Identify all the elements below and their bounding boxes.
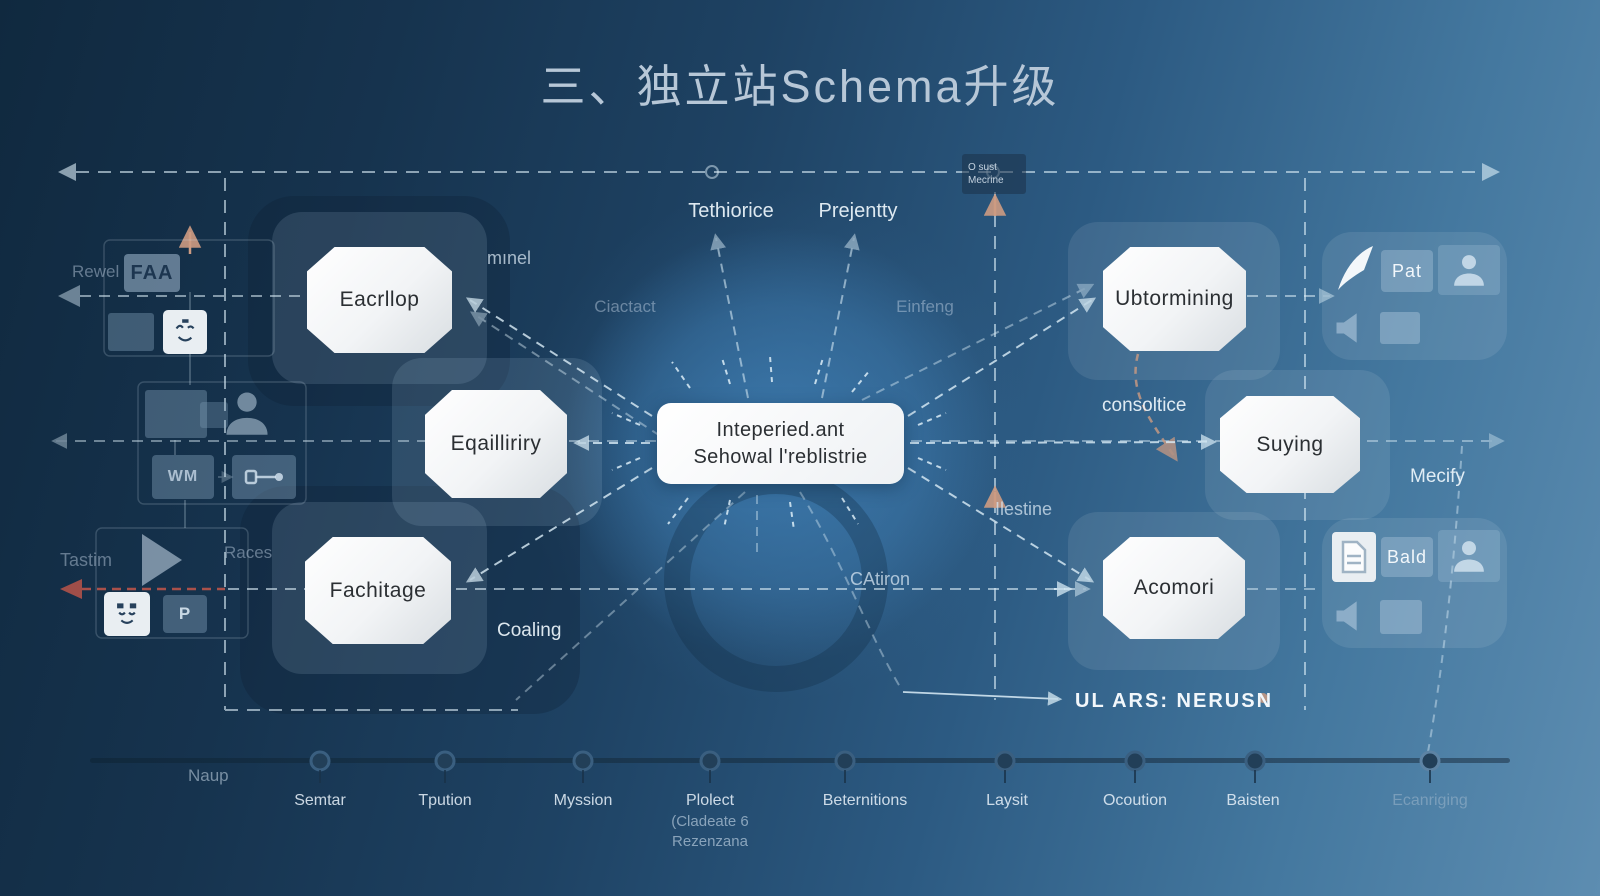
node-eqailliriry: Eqailliriry [425,390,567,498]
monitor-icon [108,313,154,351]
play-icon [142,534,182,586]
plolect-line2: (Cladeate 6 [671,812,749,830]
timeline-stem [1134,770,1136,783]
key-link-icon [232,455,296,499]
card-icon [1380,600,1422,634]
person-icon [1438,530,1500,582]
timeline-pre-label: Naup [188,766,229,785]
speaker-icon [1330,306,1376,350]
timeline-stem [844,770,846,783]
timeline-stem [1004,770,1006,783]
pat-label: Pat [1391,260,1423,281]
window-icon-small [200,402,228,428]
timeline-label-myssion: Myssion [553,792,613,809]
node-acomori: Acomori [1103,537,1245,639]
node-center-line2: Sehowal l'reblistrie [693,445,868,468]
person-icon [218,383,276,443]
timeline-stem [709,770,711,783]
pat-box: Pat [1381,250,1433,292]
timeline-label-ecanriging: Ecanriging [1392,792,1468,809]
label-einfeng: Einfeng [896,297,954,316]
timeline-stem [1429,770,1431,783]
timeline-stem [582,770,584,783]
timeline-dot [434,750,456,772]
node-label: Suying [1256,432,1324,456]
plolect-line3: Rezenzana [672,832,748,850]
label-rewel: Rewel [72,262,120,281]
label-ul-ars-nerusn: UL ARS: NERUSN [1075,690,1274,712]
faa-box: FAA [124,254,180,292]
timeline-stem [1254,770,1256,783]
timeline-stem [319,770,321,783]
node-suying: Suying [1220,396,1360,493]
smiley-face-icon [163,310,207,354]
timeline-dot [572,750,594,772]
label-mecify: Mecify [1410,466,1465,487]
label-tethiorice: Tethiorice [688,200,774,222]
window-icon [145,390,207,438]
node-label: Ubtormining [1115,287,1234,310]
label-tastim: Tastim [60,550,113,570]
timeline-axis [90,758,1510,763]
label-consoltice: consoltice [1102,395,1187,416]
label-munel: mınel [487,248,532,268]
card-icon [1380,312,1420,344]
badge-line2: Mecrine [968,175,1004,186]
timeline-label-tpution: Tpution [418,792,472,809]
node-center: Inteperied.ant Sehowal l'reblistrie [657,403,904,484]
timeline-dot [1244,750,1266,772]
label-races: Races [224,543,273,562]
node-fachitage: Fachitage [305,537,451,644]
timeline-label-beternitions: Beternitions [822,792,908,809]
wm-label: WM [167,468,199,485]
plolect-line1: Plolect [685,792,735,809]
document-icon [1332,532,1376,582]
smiley-face-icon [104,592,150,636]
label-ciactact: Ciactact [594,297,656,316]
timeline-dot [834,750,856,772]
node-ubtormining: Ubtormining [1103,247,1246,351]
status-badge: O sust Mecrine [962,154,1026,194]
timeline-dot [1124,750,1146,772]
node-label: Acomori [1133,576,1215,599]
timeline-label-ocoution: Ocoution [1102,792,1168,809]
faa-label: FAA [130,261,174,284]
timeline-dot [699,750,721,772]
node-label: Fachitage [329,578,427,602]
timeline-label-plolect: Plolect (Cladeate 6 Rezenzana [671,790,749,852]
speaker-icon [1330,594,1376,638]
p-label: P [178,604,192,623]
timeline-dot [1419,750,1441,772]
bald-box: Bald [1381,537,1433,577]
p-box: P [163,595,207,633]
node-eacrllop: Eacrllop [307,247,452,353]
label-prejentty: Prejentty [818,200,898,222]
node-label: Eqailliriry [450,432,542,455]
label-catiron: CAtiron [850,569,911,589]
timeline-stem [444,770,446,783]
label-coaling: Coaling [497,620,562,641]
timeline-label-baisten: Baisten [1226,792,1280,809]
person-icon [1438,245,1500,295]
timeline-label-semtar: Semtar [294,792,346,809]
flag-swoosh-icon [1332,242,1378,296]
label-ilestine: Ilestine [995,499,1053,519]
badge-line1: O sust [968,162,997,173]
timeline-label-laysit: Laysit [986,792,1028,809]
timeline-dot [994,750,1016,772]
node-label: Eacrllop [339,288,420,311]
page-title: 三、独立站Schema升级 [540,61,1060,112]
bald-label: Bald [1386,546,1428,567]
node-center-line1: Inteperied.ant [716,418,845,441]
wm-box: WM [152,455,214,499]
timeline-dot [309,750,331,772]
